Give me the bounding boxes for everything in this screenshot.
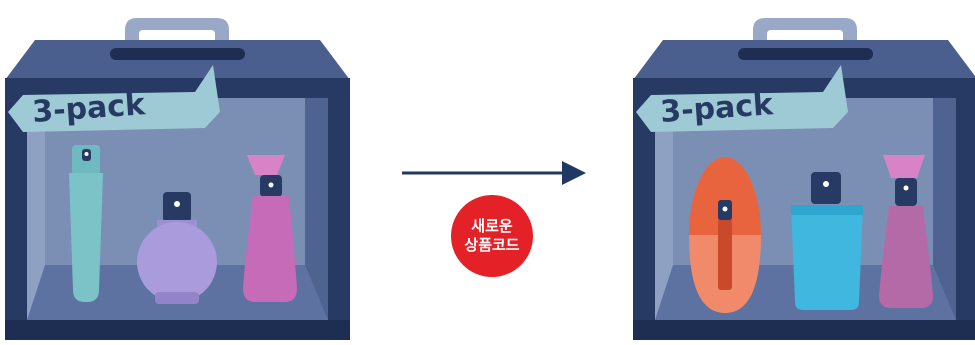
tall-teal-bottle bbox=[69, 145, 103, 302]
pink-spray-bottle bbox=[243, 155, 297, 302]
violet-spray-bottle bbox=[879, 155, 933, 308]
badge-line-2: 상품코드 bbox=[464, 236, 520, 254]
handle-icon bbox=[753, 18, 857, 50]
round-purple-bottle bbox=[137, 192, 217, 304]
new-pack-illustration: 3-pack bbox=[633, 18, 975, 340]
old-pack-illustration: 3-pack bbox=[5, 18, 350, 340]
pack-label: 3-pack bbox=[659, 87, 775, 130]
badge-line-1: 새로운 bbox=[471, 217, 513, 235]
arrow-right-icon bbox=[402, 161, 586, 185]
old-pack-box: 3-pack bbox=[5, 10, 350, 340]
orange-oval-bottle bbox=[689, 157, 761, 313]
transition-arrow bbox=[402, 158, 586, 188]
pack-label: 3-pack bbox=[31, 87, 147, 130]
new-product-code-badge: 새로운 상품코드 bbox=[451, 195, 533, 277]
blue-bottle bbox=[791, 172, 863, 310]
new-pack-box: 3-pack bbox=[633, 10, 975, 340]
handle-icon bbox=[125, 18, 229, 50]
